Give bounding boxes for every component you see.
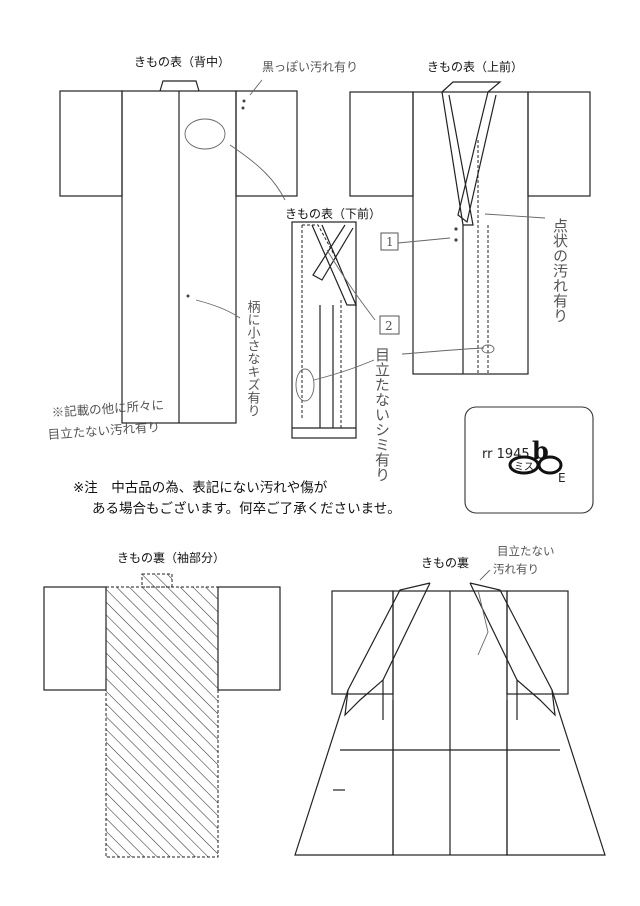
- kimono-under-diagram: きもの表（下前）: [285, 206, 381, 439]
- note-lining-stain-line1: 目立たない: [497, 544, 555, 558]
- diagram-label-lining-sleeve: きもの裏（袖部分）: [117, 550, 225, 565]
- diagram-label-lining: きもの裏: [421, 555, 469, 570]
- note-back-stain: 黒っぽい汚れ有り: [262, 60, 358, 74]
- diagram-label-front: きもの表（上前）: [427, 59, 523, 74]
- kimono-lining-sleeve-diagram: きもの裏（袖部分）: [43, 550, 281, 858]
- note-under-spot-vertical: 目立たないシミ有り: [373, 347, 391, 482]
- notice-line2: ある場合もございます。何卒ご了承くださいませ。: [92, 500, 401, 517]
- kimono-front-diagram: きもの表（上前）: [349, 59, 591, 375]
- svg-text:1: 1: [386, 235, 394, 249]
- marker-2: 2: [379, 315, 400, 335]
- svg-text:目立たないシミ有り: 目立たないシミ有り: [373, 347, 391, 482]
- notice-line1: ※注 中古品の為、表記にない汚れや傷が: [73, 479, 328, 496]
- marker-1: 1: [380, 232, 399, 251]
- kimono-lining-diagram: きもの裏: [294, 555, 606, 856]
- svg-text:2: 2: [385, 319, 393, 333]
- svg-text:点状の汚れ有り: 点状の汚れ有り: [551, 218, 569, 323]
- stamp-suffix: E: [558, 471, 566, 485]
- note-front-dots-vertical: 点状の汚れ有り: [551, 218, 569, 323]
- note-other-line1: ※記載の他に所々に: [51, 397, 164, 420]
- stamp-circled: ミス: [514, 462, 534, 473]
- note-other-line2: 目立たない汚れ有り: [47, 419, 160, 442]
- diagram-label-back: きもの表（背中）: [134, 54, 230, 69]
- inventory-stamp: rr 1945 b ミス E: [464, 406, 594, 514]
- kimono-back-diagram: きもの表（背中）: [59, 54, 298, 424]
- note-back-scratch-vertical: 柄に小さなキズ有り: [245, 300, 261, 417]
- svg-text:柄に小さなキズ有り: 柄に小さなキズ有り: [245, 300, 261, 417]
- stamp-code: rr 1945: [482, 447, 530, 462]
- note-lining-stain-line2: 汚れ有り: [493, 562, 539, 576]
- diagram-label-under: きもの表（下前）: [285, 206, 381, 221]
